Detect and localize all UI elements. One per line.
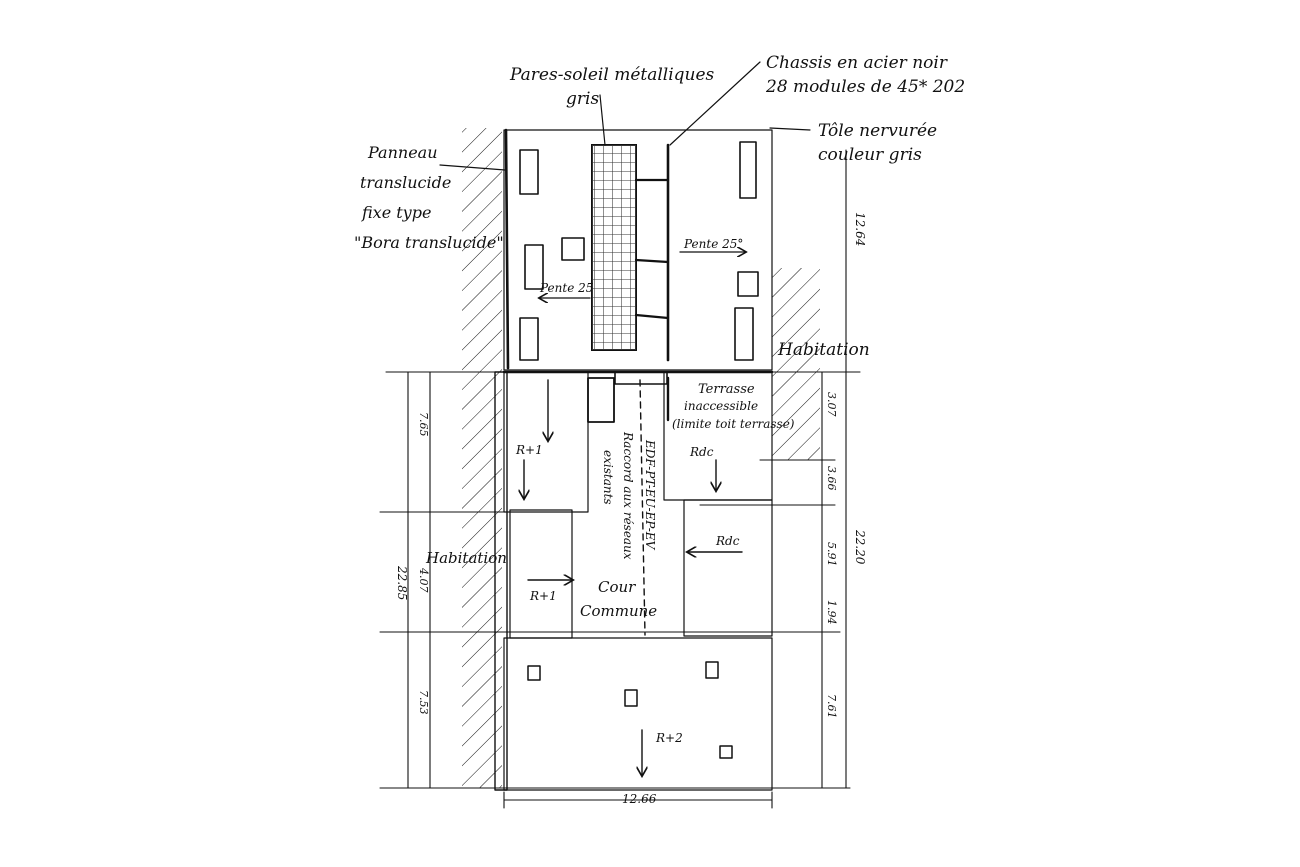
label-pente-left: Pente 25 xyxy=(539,281,593,295)
label-panneau: Panneau xyxy=(367,143,438,162)
slope-arrows xyxy=(540,252,745,298)
label-panneau-3: fixe type xyxy=(361,203,431,222)
dim-right-307: 3.07 xyxy=(825,392,838,417)
label-cour-2: Commune xyxy=(580,602,657,620)
label-pare-soleil-2: gris xyxy=(566,89,599,109)
dim-left-407: 4.07 xyxy=(417,567,430,593)
sunshade-grid xyxy=(591,144,637,351)
steel-chassis-lines xyxy=(504,128,670,370)
roof-windows-upper xyxy=(519,141,759,361)
label-r1-top: R+1 xyxy=(515,443,543,457)
dim-left-765: 7.65 xyxy=(417,412,430,437)
dim-right-total: 22.20 xyxy=(853,529,867,565)
label-rdc-mid: Rdc xyxy=(715,534,740,548)
label-panneau-2: translucide xyxy=(360,173,451,192)
label-terrasse: Terrasse xyxy=(698,382,755,397)
neighbour-hatch-left xyxy=(462,128,502,788)
dim-left-total: 22.85 xyxy=(395,565,409,600)
label-pare-soleil: Pares-soleil métalliques xyxy=(509,65,715,85)
dim-bottom-width: 12.66 xyxy=(622,792,657,806)
label-chassis: Chassis en acier noir xyxy=(766,53,948,73)
label-reseaux-2: Raccord aux réseaux xyxy=(621,431,635,560)
dim-right-366: 3.66 xyxy=(825,466,838,491)
label-reseaux: EDF-PT-EU-EP-EV xyxy=(643,439,657,551)
label-tole-2: couleur gris xyxy=(818,145,922,165)
label-tole: Tôle nervurée xyxy=(818,121,937,141)
dim-right-761: 7.61 xyxy=(825,694,838,719)
leader-lines xyxy=(439,61,811,171)
lower-roof xyxy=(503,637,773,791)
dim-right-194: 1.94 xyxy=(825,600,838,625)
label-terrasse-2: inaccessible xyxy=(684,399,758,413)
label-cour: Cour xyxy=(598,578,636,596)
dim-left-753: 7.53 xyxy=(417,690,430,715)
label-habitation-left: Habitation xyxy=(425,549,507,567)
label-habitation-right: Habitation xyxy=(777,340,870,360)
neighbour-hatch-right xyxy=(772,268,820,460)
label-terrasse-3: (limite toit terrasse) xyxy=(672,417,795,431)
label-panneau-4: "Bora translucide" xyxy=(354,233,504,252)
label-r1-mid: R+1 xyxy=(529,589,557,603)
dim-right-top: 12.64 xyxy=(853,212,867,246)
label-pente-right: Pente 25° xyxy=(683,237,743,251)
dimension-lines xyxy=(379,149,861,809)
label-reseaux-3: existants xyxy=(601,450,615,505)
upper-roof xyxy=(503,129,773,371)
label-rdc-top: Rdc xyxy=(689,445,714,459)
label-chassis-2: 28 modules de 45* 202 xyxy=(765,77,965,97)
dim-right-591: 5.91 xyxy=(825,542,838,567)
label-r2: R+2 xyxy=(655,731,683,745)
